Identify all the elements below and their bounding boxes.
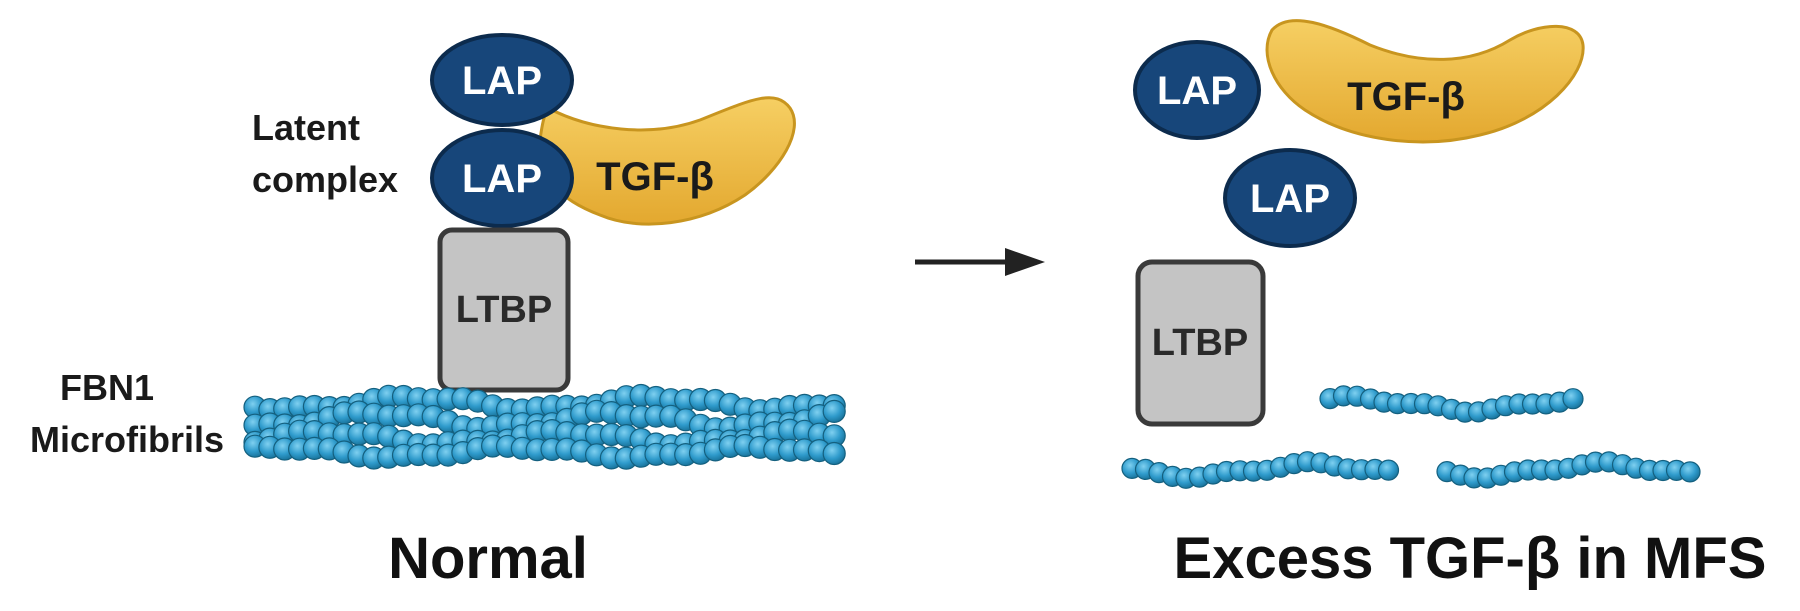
- lap-top-normal: [430, 33, 574, 127]
- ltbp-label-normal: LTBP: [456, 289, 552, 331]
- ltbp-box-normal: [437, 227, 571, 393]
- fibril-bead: [822, 441, 846, 466]
- fibril-strand: [1121, 451, 1400, 489]
- tgf-beta-label-normal: TGF-β: [596, 155, 714, 199]
- lap-right-mfs: [1223, 148, 1357, 248]
- fibril-bead: [1679, 461, 1701, 483]
- fbn1-label-line2: Microfibrils: [30, 419, 224, 460]
- lap-left-mfs: [1133, 40, 1261, 140]
- microfibrils-fragmented: [1121, 385, 1701, 489]
- fibril-strand: [1319, 385, 1584, 423]
- fibril-strand: [243, 383, 846, 423]
- fbn1-label-line1: FBN1: [60, 367, 154, 408]
- lap-bottom-label: LAP: [462, 157, 542, 201]
- tgf-beta-label-mfs: TGF-β: [1347, 75, 1465, 119]
- caption-normal: Normal: [388, 526, 588, 591]
- fibril-bead: [1562, 388, 1584, 410]
- ltbp-box-mfs: [1135, 259, 1266, 427]
- lap-left-label: LAP: [1157, 69, 1237, 113]
- fibril-strand: [243, 433, 846, 470]
- transition-arrow: [915, 248, 1045, 276]
- tgf-beta-shape-mfs: [1265, 19, 1585, 144]
- caption-mfs: Excess TGF-β in MFS: [1174, 526, 1767, 591]
- ltbp-label-mfs: LTBP: [1152, 322, 1248, 364]
- lap-bottom-normal: [430, 128, 574, 228]
- normal-panel: TGF-β LAP LAP Latent complex LTBP FBN1 M…: [30, 33, 846, 591]
- mfs-panel: TGF-β LAP LAP LTBP Excess TGF-β in MFS: [1121, 19, 1767, 591]
- microfibrils-normal: [243, 383, 846, 470]
- fibril-bead: [1377, 459, 1400, 481]
- fibril-bead: [822, 399, 846, 423]
- latent-complex-label-line1: Latent: [252, 107, 360, 148]
- lap-right-label: LAP: [1250, 177, 1330, 221]
- fibril-strand: [1436, 451, 1701, 489]
- lap-top-label: LAP: [462, 59, 542, 103]
- latent-complex-label-line2: complex: [252, 159, 398, 200]
